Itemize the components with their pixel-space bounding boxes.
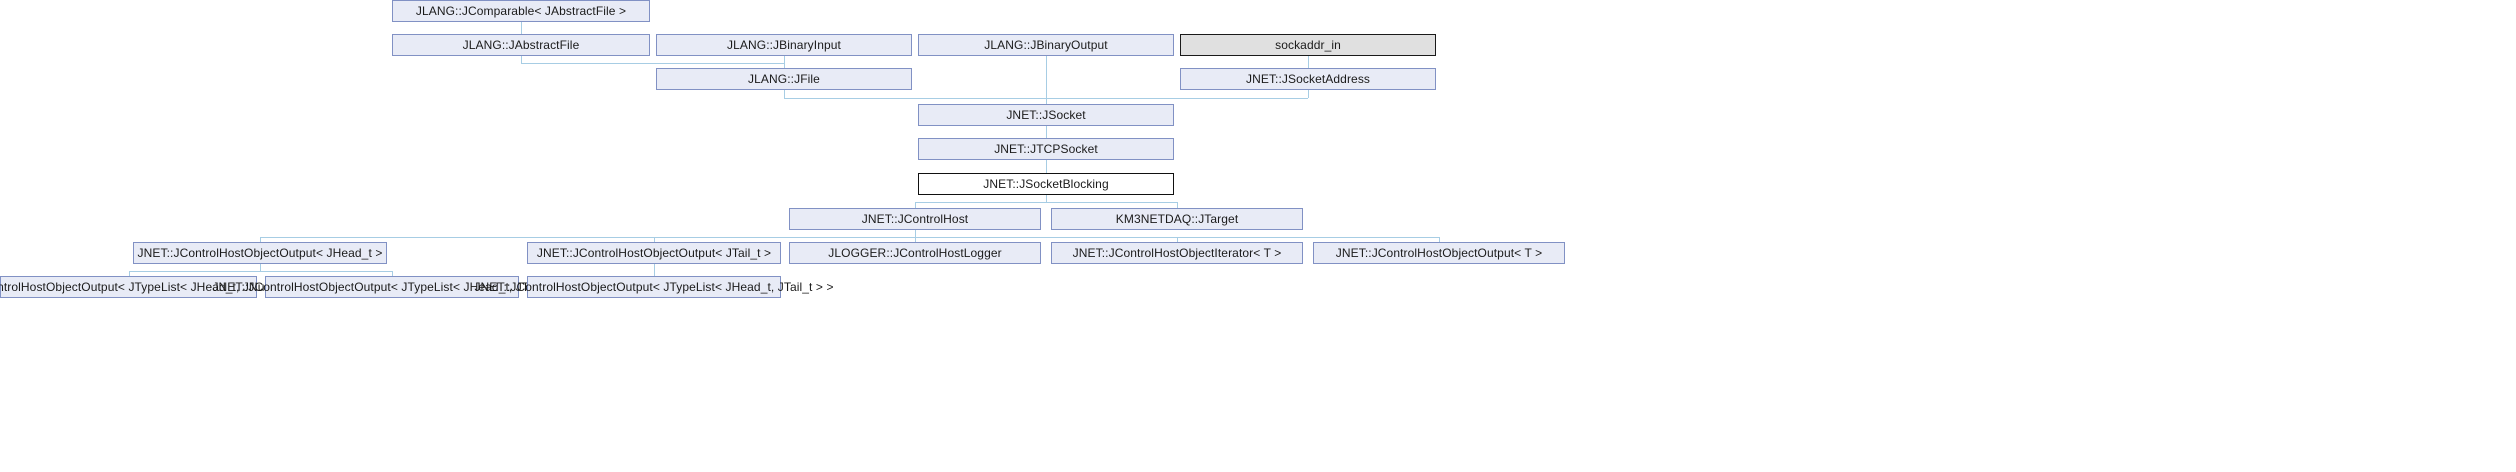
class-node-label: JLOGGER::JControlHostLogger	[828, 246, 1002, 260]
edge-jcontrolhost-to-jcho_t-drop	[1439, 237, 1440, 242]
class-node-label: JNET::JControlHost	[861, 212, 969, 226]
class-node-jchlogger[interactable]: JLOGGER::JControlHostLogger	[789, 242, 1041, 264]
edge-jbinaryoutput-to-jsocket	[1046, 56, 1047, 104]
edge-jcontrolhost-to-jcho_jhead-span	[260, 237, 915, 238]
edge-jabstractfile-to-jfile-span	[521, 63, 784, 64]
edge-jfile-to-jsocket-stem	[784, 90, 785, 98]
class-node-jchoiterator_t[interactable]: JNET::JControlHostObjectIterator< T >	[1051, 242, 1303, 264]
edge-jsocketblocking-to-jcontrolhost-span	[915, 202, 1046, 203]
class-node-label: JLANG::JBinaryInput	[727, 38, 841, 52]
class-node-jcontrolhost[interactable]: JNET::JControlHost	[789, 208, 1041, 230]
class-node-jtcpsocket[interactable]: JNET::JTCPSocket	[918, 138, 1174, 160]
class-node-label: JLANG::JBinaryOutput	[984, 38, 1108, 52]
class-node-label: JNET::JControlHostObjectOutput< JTypeLis…	[474, 280, 834, 294]
edge-jsocketaddress-to-jsocket-span	[1046, 98, 1308, 99]
class-node-jcho_jhead[interactable]: JNET::JControlHostObjectOutput< JHead_t …	[133, 242, 387, 264]
edge-sockaddr_in-to-jsocketaddress	[1308, 56, 1309, 68]
edge-jabstractfile-to-jfile-stem	[521, 56, 522, 63]
edge-jcontrolhost-to-jcho_t-stem	[915, 230, 916, 237]
class-node-jsocket[interactable]: JNET::JSocket	[918, 104, 1174, 126]
edge-jsocketaddress-to-jsocket-stem	[1308, 90, 1309, 98]
edge-jtcpsocket-to-jsocketblocking	[1046, 160, 1047, 173]
class-node-label: JNET::JControlHostObjectIterator< T >	[1072, 246, 1282, 260]
edge-jcontrolhost-to-jcho_jhead-drop	[260, 237, 261, 242]
class-node-sockaddr_in[interactable]: sockaddr_in	[1180, 34, 1436, 56]
edge-jcho_jhead-to-jcho_null-span	[129, 271, 260, 272]
edge-jcho_jtail-to-jcho_tl2	[654, 264, 655, 276]
edge-jsocketblocking-to-jtarget-span	[1046, 202, 1177, 203]
edge-jcontrolhost-to-jchoiterator_t-drop	[1177, 237, 1178, 242]
class-node-label: JNET::JSocketAddress	[1245, 72, 1371, 86]
edge-jsocket-to-jtcpsocket	[1046, 126, 1047, 138]
edge-jbinaryinput-to-jfile	[784, 56, 785, 68]
class-node-label: JNET::JControlHostObjectOutput< T >	[1335, 246, 1543, 260]
class-node-jcho_t[interactable]: JNET::JControlHostObjectOutput< T >	[1313, 242, 1565, 264]
class-node-jcho_null[interactable]: JNET::JControlHostObjectOutput< JTypeLis…	[0, 276, 317, 298]
edge-jsocketblocking-to-jtarget-drop	[1177, 202, 1178, 208]
class-node-label: JNET::JControlHostObjectOutput< JTypeLis…	[212, 280, 572, 294]
edge-jcontrolhost-to-jcho_jtail-drop	[654, 237, 655, 242]
edge-jcho_jhead-to-jcho_null-drop	[129, 271, 130, 276]
edge-jcho_jhead-to-jcho_tl1-span	[260, 271, 392, 272]
class-node-jcomparable[interactable]: JLANG::JComparable< JAbstractFile >	[392, 0, 650, 22]
class-node-jabstractfile[interactable]: JLANG::JAbstractFile	[392, 34, 650, 56]
edge-jfile-to-jsocket-span	[784, 98, 1046, 99]
edge-jsocketblocking-to-jtarget-stem	[1046, 195, 1047, 202]
edge-jcho_jhead-to-jcho_tl1-stem	[260, 264, 261, 271]
class-node-label: JLANG::JComparable< JAbstractFile >	[415, 4, 627, 18]
class-node-label: JLANG::JAbstractFile	[462, 38, 580, 52]
class-node-jfile[interactable]: JLANG::JFile	[656, 68, 912, 90]
class-node-jbinaryoutput[interactable]: JLANG::JBinaryOutput	[918, 34, 1174, 56]
edge-jcho_jhead-to-jcho_tl1-drop	[392, 271, 393, 276]
class-node-label: JLANG::JFile	[748, 72, 820, 86]
class-node-label: sockaddr_in	[1275, 38, 1341, 52]
edge-jcontrolhost-to-jcho_jtail-span	[654, 237, 915, 238]
class-node-label: JNET::JControlHostObjectOutput< JHead_t …	[137, 246, 383, 260]
class-node-jcho_tl1[interactable]: JNET::JControlHostObjectOutput< JTypeLis…	[212, 276, 571, 298]
edge-jcomparable-to-jabstractfile	[521, 22, 522, 34]
class-node-label: JNET::JSocket	[1006, 108, 1086, 122]
edge-jsocketblocking-to-jcontrolhost-drop	[915, 202, 916, 208]
edge-jcontrolhost-to-jcho_t-span	[915, 237, 1439, 238]
class-node-jsocketblocking[interactable]: JNET::JSocketBlocking	[918, 173, 1174, 195]
class-node-label: JNET::JTCPSocket	[994, 142, 1098, 156]
class-node-label: KM3NETDAQ::JTarget	[1115, 212, 1239, 226]
class-node-label: JNET::JControlHostObjectOutput< JTail_t …	[536, 246, 772, 260]
class-node-jsocketaddress[interactable]: JNET::JSocketAddress	[1180, 68, 1436, 90]
class-node-jcho_jtail[interactable]: JNET::JControlHostObjectOutput< JTail_t …	[527, 242, 781, 264]
class-node-label: JNET::JSocketBlocking	[983, 177, 1109, 191]
class-node-jtarget[interactable]: KM3NETDAQ::JTarget	[1051, 208, 1303, 230]
class-node-jbinaryinput[interactable]: JLANG::JBinaryInput	[656, 34, 912, 56]
class-node-jcho_tl2[interactable]: JNET::JControlHostObjectOutput< JTypeLis…	[474, 276, 833, 298]
edge-jsocketaddress-to-jsocket-drop	[1046, 98, 1047, 104]
